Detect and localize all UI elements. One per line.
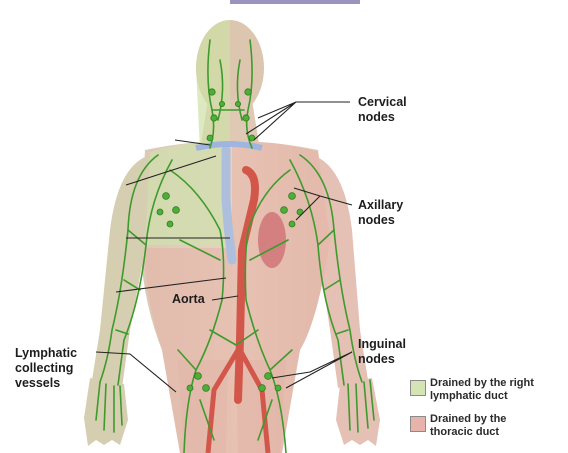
legend-right-line-1: Drained by the right bbox=[430, 377, 534, 390]
cervical-line-2: nodes bbox=[358, 110, 407, 125]
inguinal-line-1: Inguinal bbox=[358, 337, 406, 352]
legend-item-right-lymphatic: Drained by the right lymphatic duct bbox=[410, 377, 568, 413]
legend-thoracic-line-1: Drained by the bbox=[430, 413, 506, 426]
legend-swatch-green bbox=[410, 380, 426, 396]
lymphatic-line-2: collecting bbox=[15, 361, 77, 376]
legend-thoracic-line-2: thoracic duct bbox=[430, 426, 506, 439]
axillary-line-1: Axillary bbox=[358, 198, 403, 213]
lymphatic-line-3: vessels bbox=[15, 376, 77, 391]
heart bbox=[258, 212, 286, 268]
inguinal-nodes-label: Inguinal nodes bbox=[358, 337, 406, 367]
aorta-label: Aorta bbox=[172, 292, 205, 307]
axillary-line-2: nodes bbox=[358, 213, 403, 228]
lymphatic-line-1: Lymphatic bbox=[15, 346, 77, 361]
aorta-line-1: Aorta bbox=[172, 292, 205, 307]
legend: Drained by the right lymphatic duct Drai… bbox=[410, 377, 568, 449]
lymphatic-vessels-label: Lymphatic collecting vessels bbox=[15, 346, 77, 391]
legend-item-thoracic: Drained by the thoracic duct bbox=[410, 413, 568, 449]
legend-right-line-2: lymphatic duct bbox=[430, 390, 534, 403]
cut-off-title bbox=[230, 0, 360, 4]
legend-swatch-pink bbox=[410, 416, 426, 432]
cervical-nodes-label: Cervical nodes bbox=[358, 95, 407, 125]
cervical-leader bbox=[246, 102, 350, 140]
legend-text-thoracic: Drained by the thoracic duct bbox=[430, 413, 506, 439]
legend-text-right-lymphatic: Drained by the right lymphatic duct bbox=[430, 377, 534, 403]
cervical-line-1: Cervical bbox=[358, 95, 407, 110]
axillary-nodes-label: Axillary nodes bbox=[358, 198, 403, 228]
inguinal-line-2: nodes bbox=[358, 352, 406, 367]
